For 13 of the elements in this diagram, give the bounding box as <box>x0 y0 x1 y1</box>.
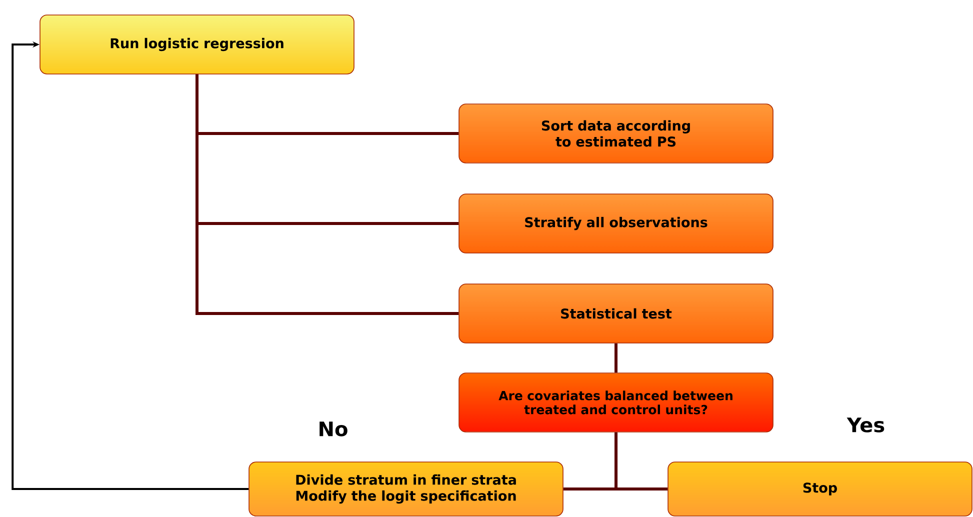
process-box: Sort data according to estimated PS <box>458 104 774 164</box>
process-box: Are covariates balanced between treated and control units? <box>458 372 774 432</box>
process-box: Divide stratum in finer strata Modify the logit specification <box>248 462 564 516</box>
branch-label: Yes <box>846 418 884 432</box>
process-box: Run logistic regression <box>40 14 354 74</box>
connector-line <box>12 41 249 490</box>
connector-line <box>614 343 618 373</box>
connector-line <box>614 432 668 490</box>
process-box: Statistical test <box>458 284 774 344</box>
process-box: Stop <box>668 462 972 516</box>
connector-line <box>196 74 459 315</box>
branch-label: No <box>320 422 348 436</box>
process-box: Stratify all observations <box>458 194 774 254</box>
